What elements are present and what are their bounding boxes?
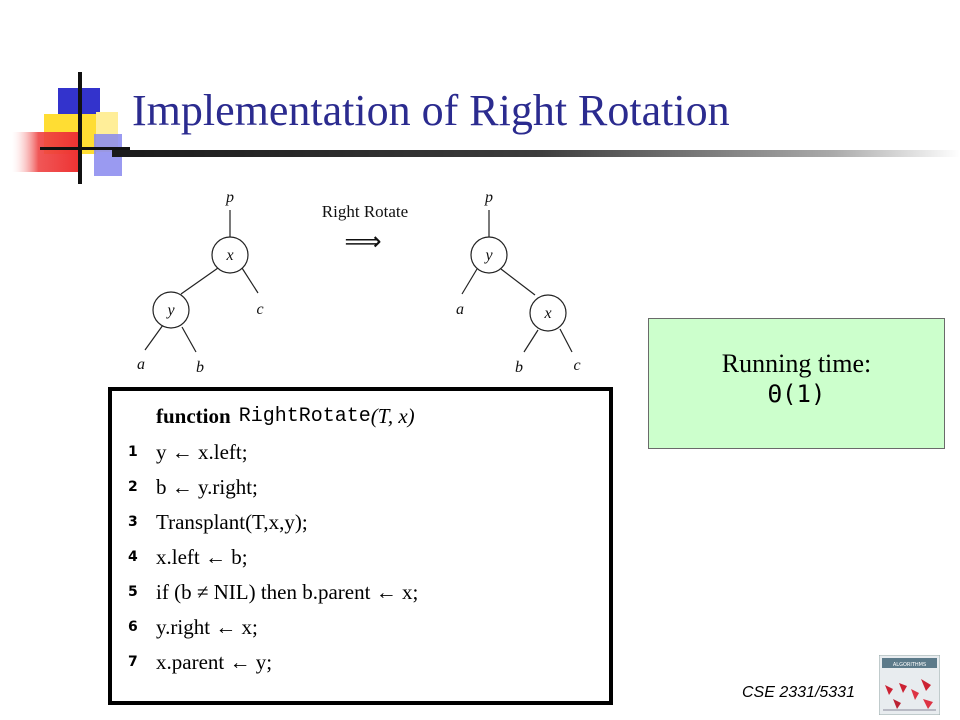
rotation-diagram: p x y c a b p y a x b c Right Rotate ⟹ bbox=[137, 189, 581, 376]
code-line-number: 3 bbox=[128, 514, 138, 530]
code-line-text: if (b ≠ NIL) then b.parent ← x; bbox=[156, 579, 419, 604]
slide-title: Implementation of Right Rotation bbox=[132, 86, 730, 135]
code-line-number: 6 bbox=[128, 619, 138, 635]
book-cover-icon: ALGORITHMS bbox=[879, 655, 940, 715]
code-line-number: 5 bbox=[128, 584, 138, 600]
code-line-number: 2 bbox=[128, 479, 138, 495]
right-tree-root-label: y bbox=[483, 247, 493, 264]
title-underline bbox=[112, 150, 960, 157]
left-tree-grand-left-label: a bbox=[137, 356, 145, 373]
book-cover-title: ALGORITHMS bbox=[893, 662, 926, 668]
code-line: 1 y ← x.left; bbox=[128, 435, 248, 469]
left-tree-right-leaf-label: c bbox=[256, 301, 263, 318]
right-tree-grand-left-label: b bbox=[515, 359, 523, 376]
code-line-text: y.right ← x; bbox=[156, 614, 258, 639]
code-line: 6 y.right ← x; bbox=[128, 610, 258, 644]
rotate-arrow-label: Right Rotate bbox=[322, 202, 408, 221]
code-line: 5 if (b ≠ NIL) then b.parent ← x; bbox=[128, 575, 418, 609]
left-tree-grand-right-label: b bbox=[196, 359, 204, 376]
code-line-text: y ← x.left; bbox=[156, 439, 248, 464]
left-tree-parent-label: p bbox=[225, 189, 234, 206]
code-line-text: x.parent ← y; bbox=[156, 649, 273, 674]
code-line: 7 x.parent ← y; bbox=[128, 645, 272, 679]
right-tree-grand-right-label: c bbox=[573, 357, 580, 374]
code-function-args: (T, x) bbox=[370, 403, 415, 428]
code-function-keyword: function bbox=[156, 403, 231, 428]
left-tree-left-child-label: y bbox=[165, 302, 175, 319]
code-line: 3 Transplant(T,x,y); bbox=[128, 505, 308, 539]
code-line-text: b ← y.right; bbox=[156, 474, 258, 499]
rotate-arrow-icon: ⟹ bbox=[344, 227, 381, 257]
running-time-box: Running time: Θ(1) bbox=[648, 318, 945, 449]
course-footer: CSE 2331/5331 bbox=[742, 684, 855, 701]
pseudocode-box: function RightRotate (T, x) 1 y ← x.left… bbox=[108, 387, 613, 705]
code-line-number: 7 bbox=[128, 654, 138, 670]
code-line-number: 4 bbox=[128, 549, 138, 565]
right-tree-left-leaf-label: a bbox=[456, 301, 464, 318]
running-time-label: Running time: bbox=[721, 349, 872, 378]
running-time-value: Θ(1) bbox=[767, 380, 826, 408]
decorative-logo bbox=[12, 72, 130, 184]
code-function-name: RightRotate bbox=[238, 404, 371, 428]
code-line-text: Transplant(T,x,y); bbox=[156, 509, 308, 534]
right-tree-parent-label: p bbox=[484, 189, 493, 206]
right-tree-right-child-label: x bbox=[543, 305, 551, 322]
left-tree-root-label: x bbox=[225, 247, 233, 264]
code-line-text: x.left ← b; bbox=[156, 544, 248, 569]
code-line: 2 b ← y.right; bbox=[128, 470, 258, 504]
code-line: 4 x.left ← b; bbox=[128, 540, 248, 574]
code-header: function RightRotate (T, x) bbox=[156, 399, 415, 433]
code-line-number: 1 bbox=[128, 444, 138, 460]
